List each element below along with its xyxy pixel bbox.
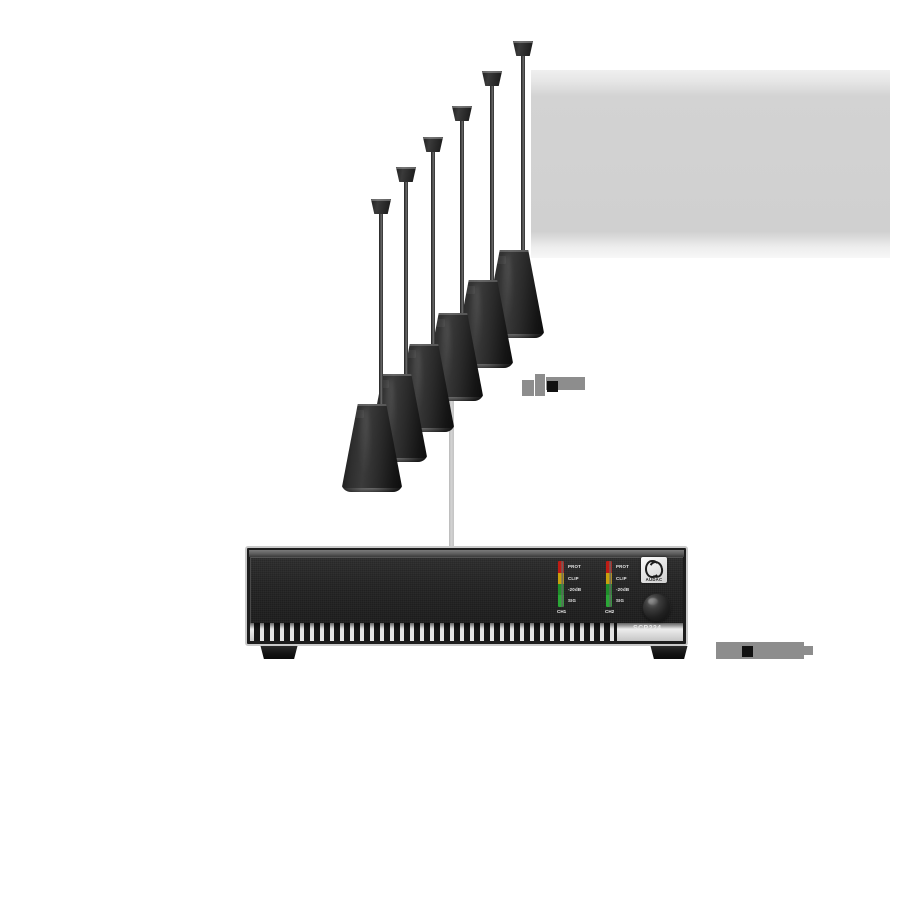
meter-channel-label: CH1 (557, 609, 567, 614)
led-label-clip: CLIP (616, 576, 627, 581)
suspension-cable (521, 56, 525, 256)
speaker-feed-cable (449, 330, 454, 552)
ventilation-grille (250, 623, 683, 641)
led-segment-sig (606, 595, 612, 607)
watermark-block (716, 642, 804, 659)
led-segment-clip (606, 573, 612, 584)
led-label-20db: -20dB (568, 587, 582, 592)
vent-shadow (250, 623, 683, 629)
scp224-amplifier[interactable]: PROT CLIP -20dB SIG CH1 PROT CLIP -20dB SIG CH2 A… (245, 546, 688, 646)
led-segment-sig (558, 595, 564, 607)
suspension-cable (490, 86, 494, 286)
ceiling-mount-cap (395, 167, 417, 182)
cone-logo-mark (405, 350, 417, 359)
cone-bottom-rim (366, 458, 428, 462)
audac-logo: AUDAC (641, 557, 667, 583)
cone-bottom-rim (452, 364, 514, 368)
led-segment-clip (558, 573, 564, 584)
led-meter-ch2: PROT CLIP -20dB SIG CH2 (605, 561, 646, 619)
cone-highlight (440, 316, 451, 387)
cone-logo-mark (434, 319, 446, 328)
cone-top-lip (409, 344, 439, 346)
led-label-clip: CLIP (568, 576, 579, 581)
cone-top-lip (468, 280, 498, 282)
cone-top-lip (499, 250, 529, 252)
model-label: SCP224 (633, 625, 662, 632)
audac-glyph-icon (644, 559, 665, 579)
cone-bottom-rim (341, 488, 403, 492)
cone-highlight (501, 253, 512, 324)
cone-logo-mark (495, 256, 507, 265)
audac-wordmark: AUDAC (645, 576, 663, 582)
cone-top-lip (438, 313, 468, 315)
cone-highlight (411, 347, 422, 418)
led-segment-prot (558, 561, 564, 573)
watermark-dot (742, 646, 753, 657)
meter-channel-label: CH2 (605, 609, 615, 614)
led-label-prot: PROT (616, 564, 629, 569)
cone-top-lip (357, 404, 387, 406)
ceiling-mount-cap (451, 106, 473, 121)
led-label-sig: SIG (616, 598, 625, 603)
watermark-block (535, 374, 545, 396)
led-label-prot: PROT (568, 564, 581, 569)
watermark-lower (716, 640, 813, 662)
pendant-speaker (341, 199, 403, 492)
watermark-upper (522, 374, 585, 396)
cone-highlight (359, 407, 370, 478)
suspension-cable (460, 121, 464, 319)
led-segment-20db (606, 584, 612, 595)
watermark-dot (547, 381, 558, 392)
led-meter-ch1: PROT CLIP -20dB SIG CH1 (557, 561, 598, 619)
volume-knob[interactable] (643, 594, 670, 621)
led-bar (606, 561, 612, 607)
audac-glyph-c (645, 560, 660, 579)
cone-top-lip (382, 374, 412, 376)
amplifier-top-edge (249, 550, 684, 557)
cone-highlight (384, 377, 395, 448)
rubber-foot (650, 646, 688, 659)
cone-bottom-rim (393, 428, 455, 432)
watermark-block (522, 380, 534, 396)
speaker-cone (341, 404, 403, 492)
ceiling-mount-cap (422, 137, 444, 152)
cone-logo-mark (464, 286, 476, 295)
cone-bottom-rim (483, 334, 545, 338)
background-panel (531, 70, 890, 258)
rubber-foot (260, 646, 298, 659)
suspension-cable (431, 152, 435, 350)
led-segment-20db (558, 584, 564, 595)
led-label-20db: -20dB (616, 587, 630, 592)
cone-logo-mark (353, 410, 365, 419)
suspension-cable (379, 214, 383, 410)
led-segment-prot (606, 561, 612, 573)
led-label-sig: SIG (568, 598, 577, 603)
ceiling-mount-cap (481, 71, 503, 86)
ceiling-mount-cap (512, 41, 534, 56)
watermark-block (802, 646, 813, 655)
ceiling-mount-cap (370, 199, 392, 214)
suspension-cable (404, 182, 408, 380)
cone-logo-mark (378, 380, 390, 389)
cone-bottom-rim (422, 397, 484, 401)
led-bar (558, 561, 564, 607)
cone-highlight (470, 283, 481, 354)
